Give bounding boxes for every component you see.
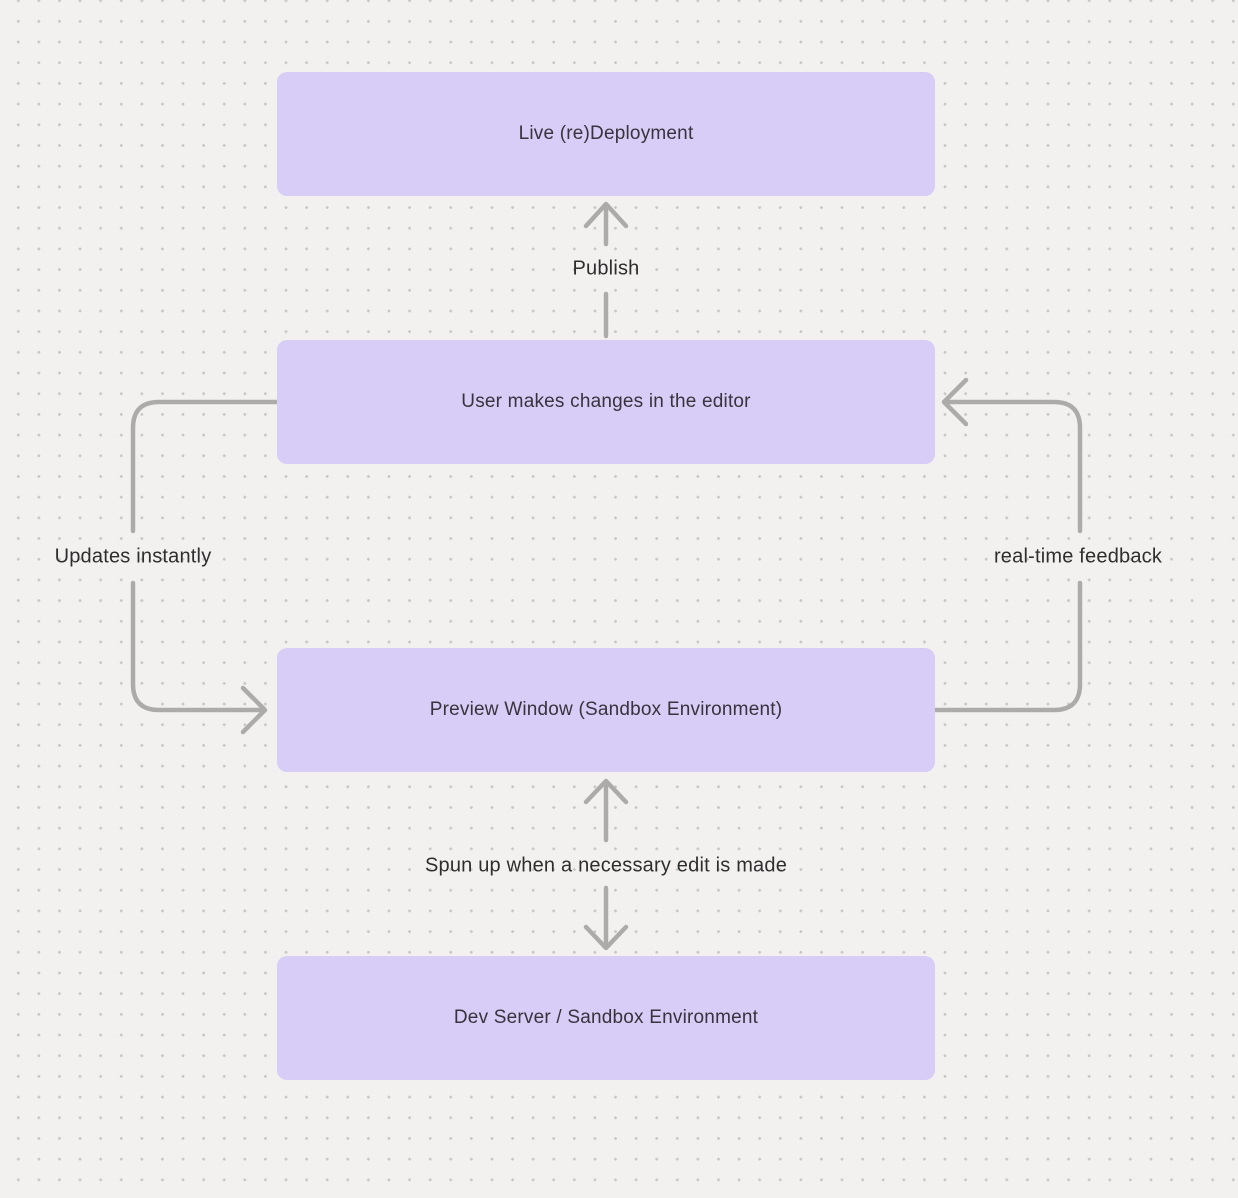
edge-label-updates-instantly[interactable]: Updates instantly	[54, 545, 212, 568]
edge-label-real-time-feedback[interactable]: real-time feedback	[993, 545, 1163, 568]
edge-label-publish[interactable]: Publish	[572, 257, 640, 280]
edge-line	[945, 399, 1083, 534]
edge-line	[130, 399, 280, 534]
arrowhead-down-icon	[583, 924, 629, 951]
edge-line	[130, 580, 265, 713]
arrowhead-left-icon	[941, 377, 969, 427]
node-preview-window[interactable]: Preview Window (Sandbox Environment)	[277, 648, 935, 772]
arrowhead-right-icon	[240, 685, 268, 735]
edge-line	[932, 580, 1083, 713]
node-user-editor[interactable]: User makes changes in the editor	[277, 340, 935, 464]
node-label: Preview Window (Sandbox Environment)	[429, 699, 783, 720]
node-label: User makes changes in the editor	[461, 391, 751, 412]
arrowhead-up-icon	[583, 201, 629, 229]
node-label: Dev Server / Sandbox Environment	[453, 1007, 759, 1028]
arrowhead-up-icon	[583, 778, 629, 805]
node-label: Live (re)Deployment	[518, 123, 694, 144]
node-dev-server[interactable]: Dev Server / Sandbox Environment	[277, 956, 935, 1080]
node-live-redeployment[interactable]: Live (re)Deployment	[277, 72, 935, 196]
edge-label-spun-up[interactable]: Spun up when a necessary edit is made	[424, 854, 788, 877]
